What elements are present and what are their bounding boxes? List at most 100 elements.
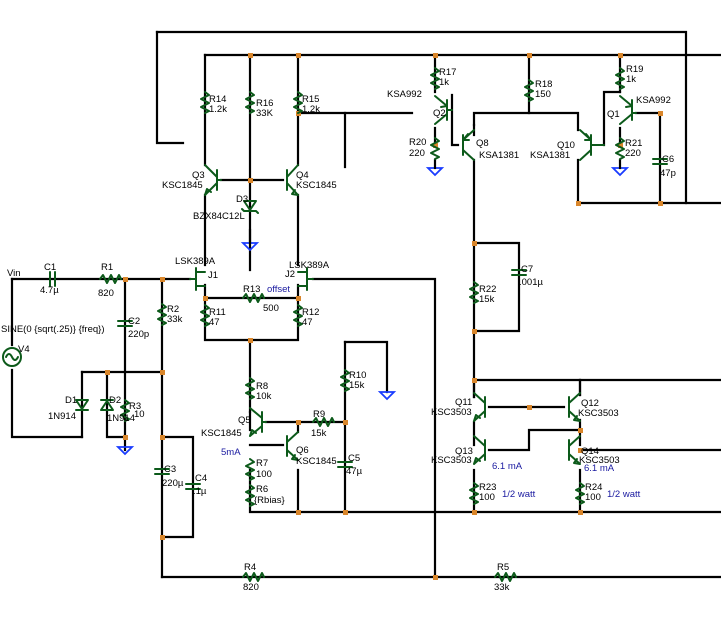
- q6-value: KSC1845: [296, 456, 337, 467]
- r1-ref: R1: [101, 262, 113, 273]
- r22-ref: R22: [479, 284, 496, 295]
- pnp-transistor-icon: [619, 95, 637, 125]
- npn-transistor-icon: [568, 435, 581, 465]
- diode-icon: [100, 399, 114, 411]
- component-labels: Vin C1 4.7µ R1 820 R2 33k C2 220p SINE(0…: [1, 64, 676, 593]
- c2-ref: C2: [128, 316, 140, 327]
- resistor-icon: [469, 281, 479, 304]
- r2-value: 33k: [167, 314, 183, 325]
- resistor-icon: [245, 458, 255, 481]
- resistor-icon: [245, 484, 255, 507]
- resistor-symbols: [99, 67, 625, 582]
- c5-ref: C5: [348, 453, 360, 464]
- npn-transistor-icon: [568, 392, 581, 422]
- r8-ref: R8: [256, 381, 268, 392]
- r24-note: 1/2 watt: [607, 489, 641, 500]
- r24-ref: R24: [585, 482, 602, 493]
- c3-value: 220µ: [162, 478, 184, 489]
- r2-ref: R2: [167, 304, 179, 315]
- r6-value: {Rbias}: [254, 495, 285, 506]
- r8-value: 10k: [256, 391, 272, 402]
- resistor-icon: [494, 572, 517, 582]
- r11-value: 47: [209, 317, 220, 328]
- resistor-icon: [245, 377, 255, 400]
- r5-ref: R5: [497, 562, 509, 573]
- capacitor-symbols: [49, 158, 668, 490]
- q11-value: KSC3503: [431, 407, 472, 418]
- ground-icon: [115, 446, 135, 456]
- r17-ref: R17: [439, 67, 456, 78]
- npn-transistor-icon: [286, 431, 299, 461]
- capacitor-icon: [511, 269, 527, 276]
- q3-ref: Q3: [192, 170, 205, 181]
- bias-current-annotation: 5mA: [221, 447, 241, 458]
- diode-icon: [241, 200, 259, 214]
- r14-ref: R14: [209, 94, 226, 105]
- resistor-icon: [293, 91, 303, 114]
- c7-ref: C7: [521, 264, 533, 275]
- npn-transistor-icon: [249, 407, 267, 437]
- resistor-icon: [615, 67, 625, 90]
- r16-value: 33K: [256, 108, 274, 119]
- resistor-icon: [340, 369, 350, 392]
- r19-value: 1k: [626, 74, 636, 85]
- q12-ref: Q12: [581, 398, 599, 409]
- q5-ref: Q5: [238, 415, 251, 426]
- resistor-icon: [575, 482, 585, 505]
- j2-ref: J2: [285, 269, 295, 280]
- junction-dots: [105, 53, 663, 580]
- q2-ref: Q2: [433, 108, 446, 119]
- capacitor-icon: [117, 320, 133, 327]
- r4-ref: R4: [244, 562, 256, 573]
- q2-value: KSA992: [387, 89, 422, 100]
- q4-ref: Q4: [296, 170, 309, 181]
- r23-value: 100: [479, 492, 495, 503]
- resistor-icon: [242, 572, 265, 582]
- resistor-icon: [615, 137, 625, 160]
- q14-ref: Q14: [581, 446, 599, 457]
- r19-ref: R19: [626, 64, 643, 75]
- q6-ref: Q6: [296, 445, 309, 456]
- pnp-transistor-icon: [462, 129, 475, 161]
- net-label-vin: Vin: [7, 268, 21, 279]
- v4-value: SINE(0 {sqrt(.25)} {freq}): [1, 324, 105, 335]
- r18-value: 150: [535, 89, 551, 100]
- r11-ref: R11: [209, 307, 226, 318]
- capacitor-icon: [154, 468, 170, 475]
- resistor-icon: [99, 274, 122, 284]
- jfet-icon: [189, 267, 206, 291]
- q13-value: KSC3503: [431, 455, 472, 466]
- capacitor-icon: [49, 271, 56, 287]
- resistor-icon: [157, 303, 167, 326]
- j1-ref: J1: [208, 270, 218, 281]
- r10-value: 15k: [349, 380, 365, 391]
- r7-ref: R7: [256, 458, 268, 469]
- resistor-icon: [430, 67, 440, 90]
- r4-value: 820: [243, 582, 259, 593]
- r10-ref: R10: [349, 370, 366, 381]
- c1-value: 4.7µ: [40, 285, 59, 296]
- c1-ref: C1: [44, 262, 56, 273]
- pnp-transistor-icon: [579, 129, 605, 161]
- c6-ref: C6: [662, 154, 674, 165]
- resistor-icon: [312, 417, 335, 427]
- r7-value: 100: [256, 469, 272, 480]
- c4-ref: C4: [195, 473, 207, 484]
- r15-value: 1.2k: [302, 104, 320, 115]
- resistor-icon: [200, 91, 210, 114]
- r20-ref: R20: [409, 137, 426, 148]
- r9-ref: R9: [313, 409, 325, 420]
- r20-value: 220: [409, 148, 425, 159]
- q8-ref: Q8: [476, 138, 489, 149]
- resistor-icon: [242, 293, 265, 303]
- q12-value: KSC3503: [578, 408, 619, 419]
- c6-value: 47p: [660, 168, 676, 179]
- capacitor-icon: [185, 483, 201, 490]
- r18-ref: R18: [535, 79, 552, 90]
- pnp-transistor-icon: [434, 95, 453, 125]
- r12-ref: R12: [302, 307, 319, 318]
- d1-ref: D1: [65, 395, 77, 406]
- r13-ref: R13: [243, 284, 260, 295]
